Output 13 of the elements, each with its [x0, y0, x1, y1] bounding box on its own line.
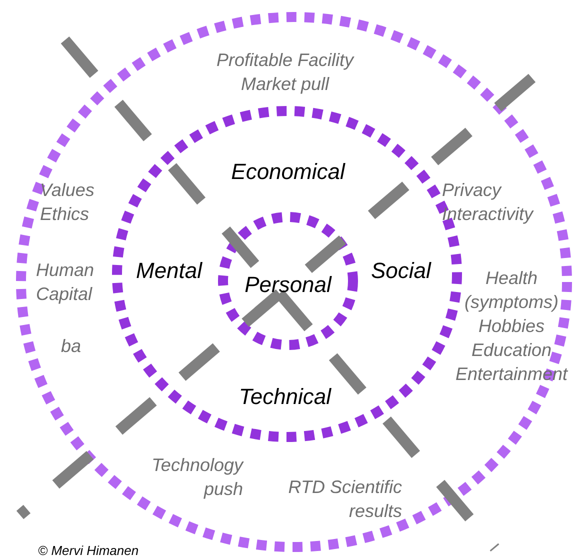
note-text: Privacy Interactivity	[442, 179, 535, 226]
copyright-text: © Mervi Himanen	[38, 543, 140, 559]
domain-label: Mental	[136, 259, 204, 283]
domain-label: Technical	[238, 385, 332, 409]
domain-label: Social	[371, 259, 432, 283]
domain-label: Economical	[230, 160, 346, 184]
note-text: Human Capital	[36, 259, 96, 306]
note-text: Technology push	[150, 454, 243, 501]
note-text: Profitable Facility Market pull	[215, 49, 356, 96]
note-text: ba	[61, 335, 82, 358]
note-text: Values Ethics	[40, 179, 96, 226]
note-text: RTD Scientific results	[287, 476, 402, 523]
circle-label: Personal	[244, 273, 333, 297]
